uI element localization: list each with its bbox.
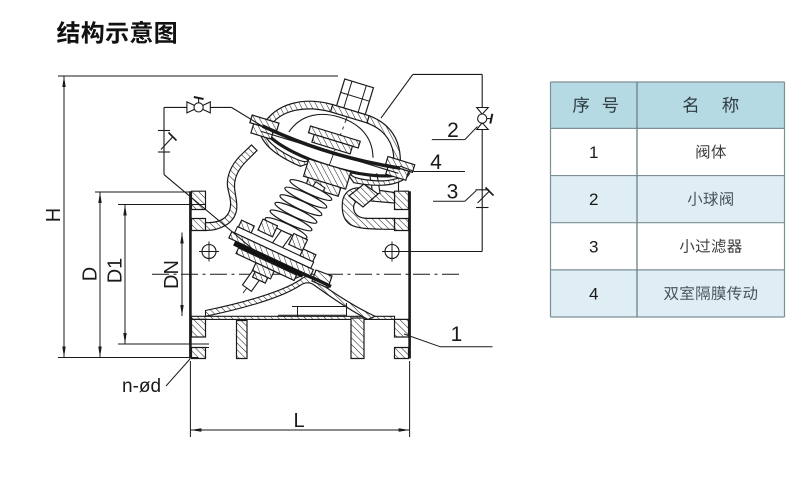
- svg-text:3: 3: [589, 237, 598, 256]
- svg-text:H: H: [43, 208, 65, 222]
- svg-text:DN: DN: [161, 260, 183, 289]
- svg-text:D: D: [80, 267, 102, 281]
- svg-text:1: 1: [451, 323, 463, 346]
- svg-text:n-ød: n-ød: [122, 376, 161, 397]
- svg-text:3: 3: [447, 181, 459, 204]
- svg-text:1: 1: [589, 143, 598, 162]
- svg-text:L: L: [293, 410, 304, 432]
- svg-text:2: 2: [447, 119, 459, 142]
- svg-text:2: 2: [589, 190, 598, 209]
- svg-text:4: 4: [430, 151, 442, 174]
- svg-text:D1: D1: [105, 258, 127, 284]
- svg-text:4: 4: [589, 284, 598, 303]
